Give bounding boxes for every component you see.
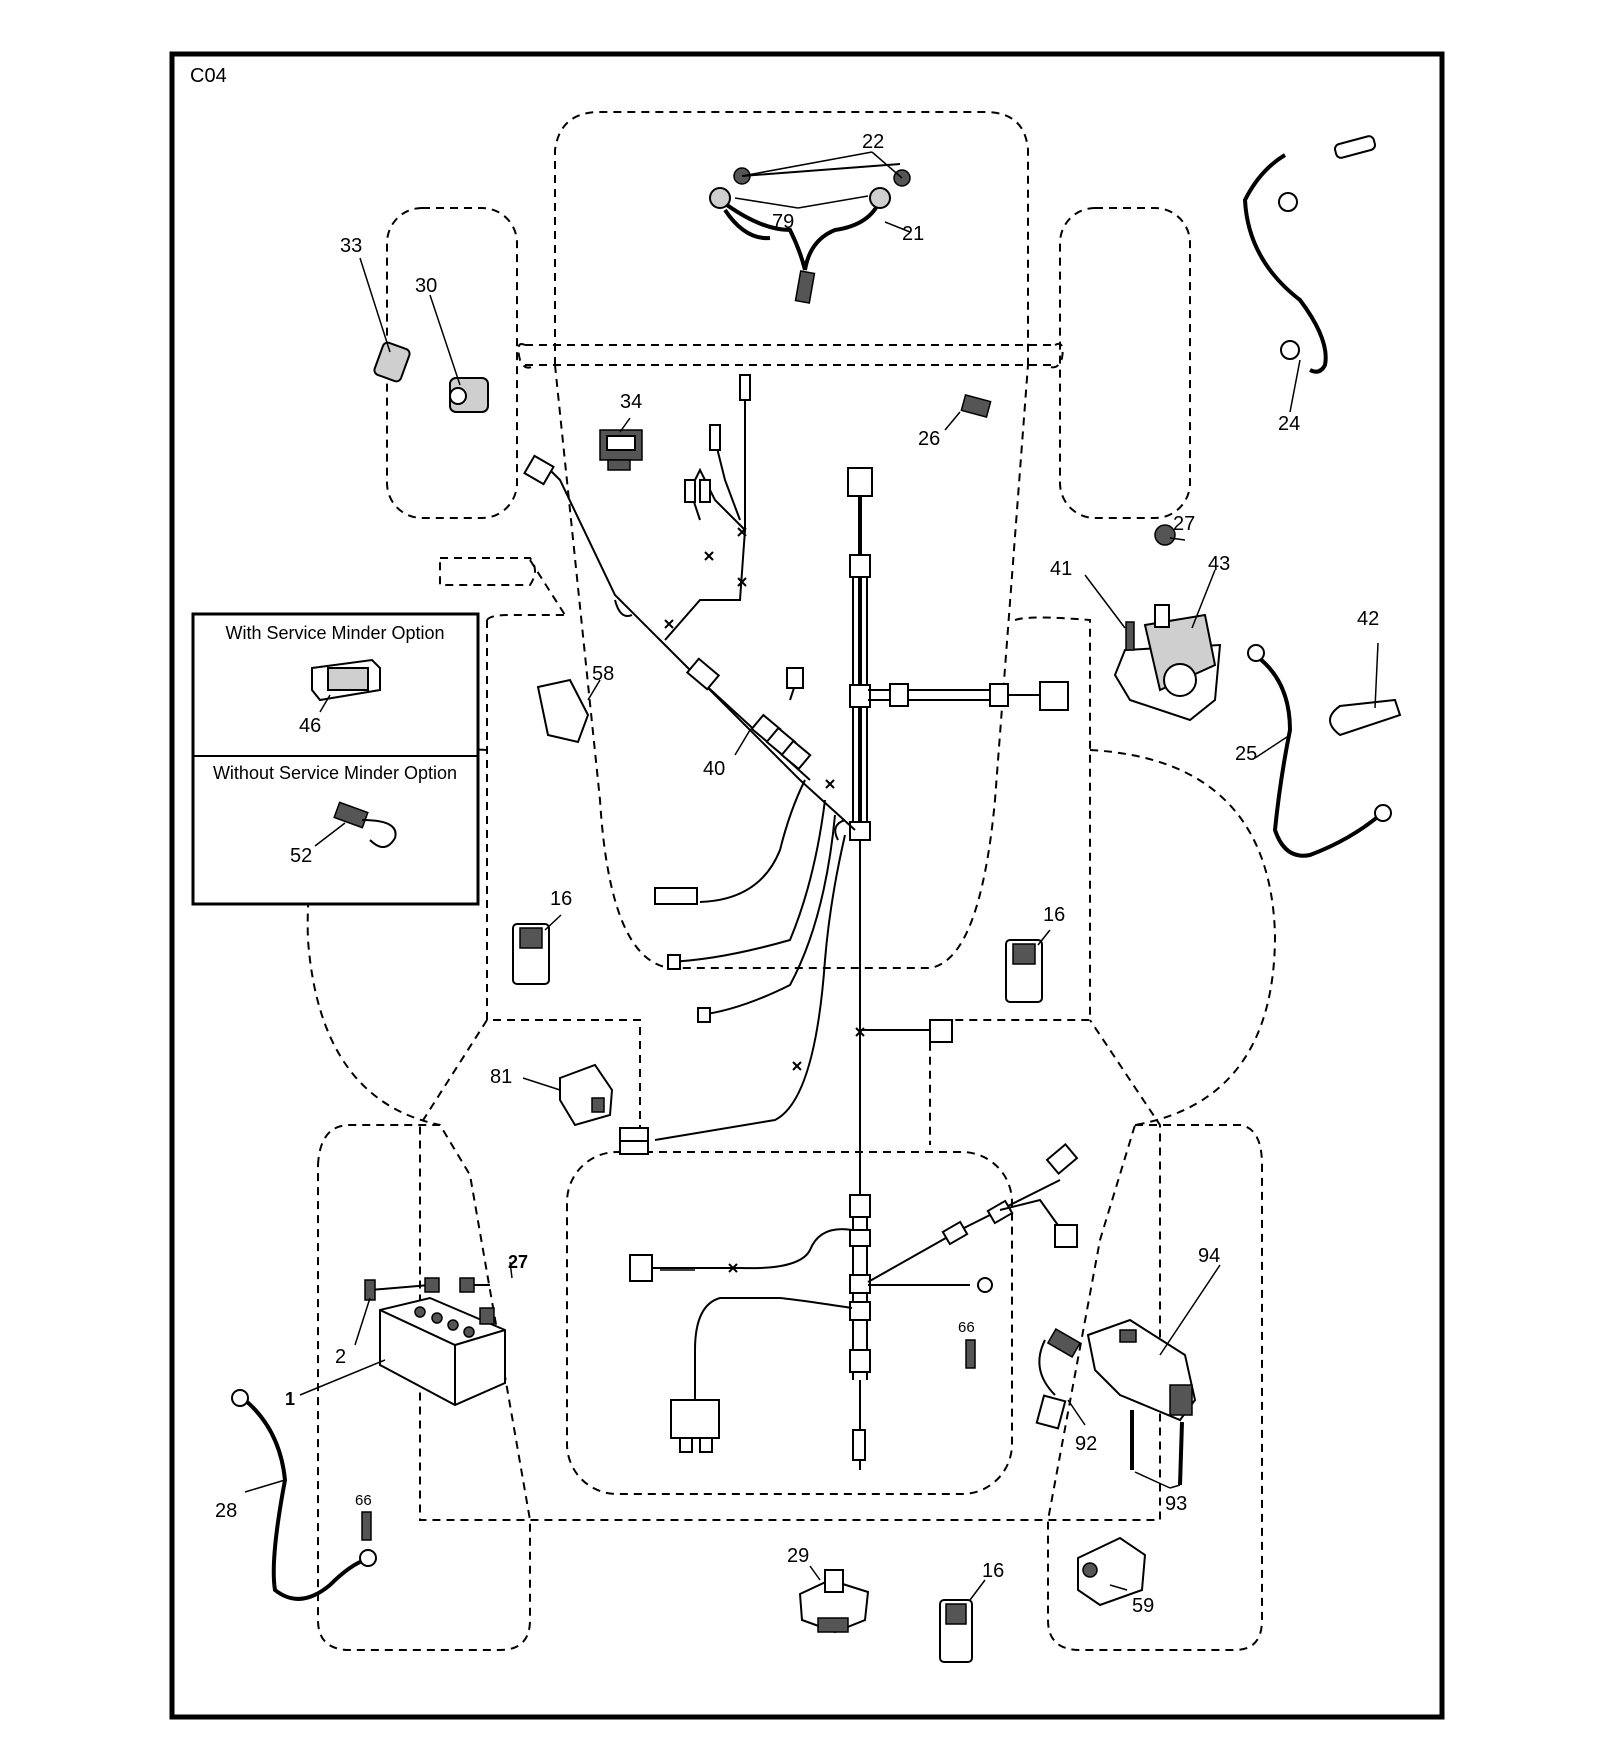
label-66a: 66: [355, 1492, 372, 1509]
label-2: 2: [335, 1346, 346, 1368]
label-43: 43: [1208, 553, 1230, 575]
label-26: 26: [918, 428, 940, 450]
label-58: 58: [592, 663, 614, 685]
interlock-switch-a: [512, 923, 550, 985]
bolt-66-right: [965, 1339, 976, 1369]
label-52: 52: [290, 845, 312, 867]
label-28: 28: [215, 1500, 237, 1522]
label-16b: 16: [1043, 904, 1065, 926]
diagram-code: C04: [190, 65, 227, 87]
label-34: 34: [620, 391, 642, 413]
label-40: 40: [703, 758, 725, 780]
battery: [364, 1277, 506, 1407]
label-16c: 16: [982, 1560, 1004, 1582]
bolt-66-left: [361, 1511, 372, 1541]
without-service-minder-title: Without Service Minder Option: [213, 763, 457, 783]
harness-x-marks: [664, 527, 865, 1273]
label-66b: 66: [958, 1319, 975, 1336]
label-59: 59: [1132, 1595, 1154, 1617]
label-81: 81: [490, 1066, 512, 1088]
pto-switch: [599, 429, 643, 471]
label-30: 30: [415, 275, 437, 297]
label-27a: 27: [1173, 513, 1195, 535]
label-46: 46: [299, 715, 321, 737]
diagram-frame: [169, 51, 1445, 1720]
hour-meter: [311, 658, 381, 702]
wiring-harness: [523, 374, 1079, 1470]
label-93: 93: [1165, 1493, 1187, 1515]
module-58: [536, 678, 590, 744]
label-1: 1: [285, 1389, 295, 1409]
label-24: 24: [1278, 413, 1300, 435]
label-94: 94: [1198, 1245, 1220, 1267]
leader-lines: [244, 151, 1379, 1601]
screws-93: [1130, 1410, 1184, 1486]
ignition-switch: [449, 377, 489, 413]
label-16a: 16: [550, 888, 572, 910]
plug-52: [333, 801, 397, 848]
connector-92: [1035, 1328, 1082, 1430]
headlight-assembly: [709, 163, 911, 304]
module-59: [1077, 1536, 1147, 1607]
label-42: 42: [1357, 608, 1379, 630]
interlock-switch-c: [939, 1599, 973, 1663]
label-25: 25: [1235, 743, 1257, 765]
interlock-switch-b: [1005, 939, 1043, 1003]
label-41: 41: [1050, 558, 1072, 580]
label-33: 33: [340, 235, 362, 257]
ignition-key: [373, 341, 411, 383]
relay: [559, 1063, 614, 1127]
label-29: 29: [787, 1545, 809, 1567]
battery-cable-24: [1242, 135, 1377, 374]
bracket-94: [1086, 1318, 1197, 1422]
seat-switch: [798, 1569, 870, 1634]
starter-solenoid: [1113, 524, 1222, 722]
bolt-41: [1125, 621, 1135, 651]
label-22: 22: [862, 131, 884, 153]
fuse: [960, 393, 992, 419]
with-service-minder-title: With Service Minder Option: [225, 623, 444, 643]
label-79: 79: [772, 211, 794, 233]
label-27b: 27: [508, 1252, 528, 1272]
battery-cable-25: [1247, 644, 1392, 858]
label-92: 92: [1075, 1433, 1097, 1455]
terminal-boot: [1329, 698, 1402, 737]
callout-labels: 1 2 16 16 16 21 22 24 25 26 27 27 28 29 …: [215, 131, 1379, 1617]
service-minder-option-box: With Service Minder Option Without Servi…: [191, 612, 480, 906]
label-21: 21: [902, 223, 924, 245]
battery-cable-28: [231, 1389, 377, 1601]
